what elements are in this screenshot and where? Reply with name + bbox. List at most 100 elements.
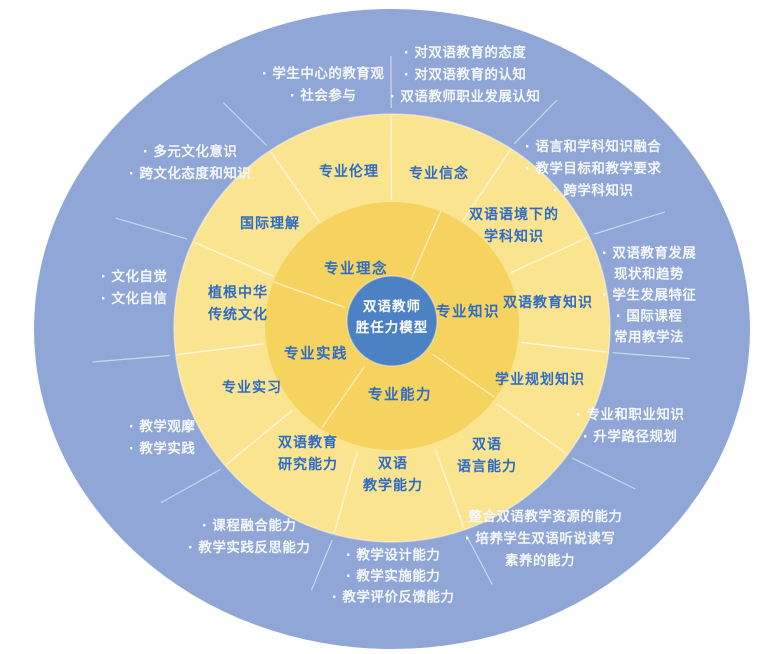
- middle-label-bilingual-teaching-competence: 双语 教学能力: [363, 453, 423, 497]
- middle-label-professional-practicum: 专业实习: [222, 377, 282, 399]
- middle-sector-divider: [434, 448, 465, 529]
- outer-group-teaching-design-skills: · 教学设计能力 · 教学实施能力 · 教学评价反馈能力: [332, 546, 455, 609]
- bullet-line: · 学生发展特征: [601, 287, 697, 304]
- outer-sector-divider: [572, 457, 636, 490]
- bullet-line: · 学生中心的教育观: [261, 66, 385, 82]
- label-line: 研究能力: [278, 457, 338, 473]
- bullet-line: · 课程融合能力: [201, 518, 297, 534]
- label-line: 专业伦理: [319, 164, 379, 180]
- outer-group-teaching-observation: · 教学观摩 · 教学实践: [129, 416, 196, 460]
- label-line: 学业规划知识: [495, 372, 585, 388]
- bullet-line: · 跨学科知识: [552, 183, 634, 199]
- bullet-line: 素养的能力: [504, 553, 575, 569]
- outer-group-bilingual-education-development: · 双语教育发展 现状和趋势 · 学生发展特征 · 国际课程 常用教学法: [602, 244, 697, 349]
- center-title: 双语教师 胜任力模型: [356, 297, 429, 339]
- middle-label-professional-ethics: 专业伦理: [319, 161, 379, 183]
- label-line: 双语: [378, 456, 408, 472]
- label-line: 学科知识: [484, 229, 544, 245]
- outer-group-multicultural-awareness: · 多元文化意识 · 跨文化态度和知识: [129, 141, 252, 185]
- bullet-line: · 多元文化意识: [142, 144, 238, 160]
- outer-group-resource-integration: · 整合双语教学资源的能力 · 培养学生双语听说读写 素养的能力: [458, 506, 623, 572]
- label-line: 国际理解: [240, 216, 300, 232]
- center-title-line: 胜任力模型: [355, 320, 429, 336]
- outer-sector-divider: [612, 352, 691, 360]
- outer-sector-divider: [310, 539, 333, 591]
- middle-label-subject-knowledge-bilingual-context: 双语语境下的 学科知识: [469, 204, 559, 248]
- center-circle: [346, 275, 438, 367]
- middle-label-academic-planning-knowledge: 学业规划知识: [495, 369, 585, 391]
- bullet-line: · 专业和职业知识: [575, 407, 685, 423]
- bullet-line: · 国际课程: [615, 308, 683, 325]
- bullet-line: 现状和趋势: [614, 266, 684, 283]
- inner-sector-divider: [410, 211, 442, 280]
- outer-sector-divider: [92, 354, 170, 363]
- label-line: 植根中华: [208, 285, 268, 301]
- bullet-line: · 双语教育发展: [601, 245, 697, 262]
- bullet-line: · 语言和学科知识融合: [524, 139, 662, 155]
- inner-label-professional-knowledge: 专业知识: [436, 304, 500, 321]
- label-line: 双语教育: [278, 435, 338, 451]
- inner-sector-divider: [273, 281, 346, 309]
- inner-label-professional-competence: 专业能力: [368, 387, 432, 404]
- middle-sector-divider: [333, 451, 358, 533]
- inner-sector-divider: [432, 353, 495, 398]
- inner-sector-dividers: [273, 211, 495, 428]
- bullet-line: · 跨文化态度和知识: [128, 166, 252, 182]
- bullet-line: · 教学观摩: [128, 419, 196, 435]
- bullet-line: · 文化自觉: [100, 269, 168, 285]
- middle-sector-divider: [462, 149, 511, 222]
- middle-sector-divider: [270, 151, 320, 223]
- inner-label-professional-philosophy: 专业理念: [324, 261, 388, 278]
- outer-group-career-knowledge: · 专业和职业知识 · 升学路径规划: [576, 404, 685, 448]
- label-line: 双语: [472, 437, 502, 453]
- bullet-line: · 整合双语教学资源的能力: [457, 509, 623, 525]
- label-line: 专业信念: [409, 166, 469, 182]
- outer-sector-divider: [160, 468, 221, 504]
- label-line: 教学能力: [363, 478, 423, 494]
- outer-sector-divider: [465, 535, 493, 585]
- bullet-line: · 升学路径规划: [582, 429, 678, 445]
- bullet-line: · 培养学生双语听说读写: [464, 531, 616, 547]
- middle-label-rooted-in-chinese-traditional-culture: 植根中华 传统文化: [208, 282, 268, 326]
- outer-group-cultural-confidence: · 文化自觉 · 文化自信: [101, 266, 168, 310]
- bullet-line: · 教学目标和教学要求: [524, 161, 662, 177]
- bullet-line: 常用教学法: [614, 329, 684, 346]
- middle-sector-dividers: [177, 115, 607, 533]
- middle-label-bilingual-education-research-competence: 双语教育 研究能力: [278, 432, 338, 476]
- bullet-line: · 教学实践: [128, 441, 196, 457]
- label-line: 双语语境下的: [469, 207, 559, 223]
- bullet-line: · 对双语教育的认知: [403, 67, 527, 83]
- bullet-line: · 对双语教育的态度: [403, 45, 527, 61]
- bullet-line: · 双语教师职业发展认知: [389, 89, 541, 105]
- label-line: 语言能力: [457, 459, 517, 475]
- inner-label-professional-practice: 专业实践: [284, 346, 348, 363]
- middle-label-professional-beliefs: 专业信念: [409, 163, 469, 185]
- outer-sector-divider: [222, 102, 268, 147]
- bullet-line: · 教学实施能力: [345, 568, 441, 585]
- bullet-line: · 教学评价反馈能力: [331, 589, 455, 606]
- middle-sector-divider: [226, 409, 293, 465]
- middle-sector-divider: [194, 241, 274, 277]
- outer-sector-divider: [513, 99, 558, 145]
- outer-sector-dividers: [92, 55, 691, 591]
- label-line: 专业实习: [222, 380, 282, 396]
- inner-sector-divider: [321, 366, 365, 428]
- middle-label-international-understanding: 国际理解: [240, 213, 300, 235]
- outer-group-attitudes-cognition: · 对双语教育的态度 · 对双语教育的认知 · 双语教师职业发展认知: [390, 42, 541, 108]
- bullet-line: · 文化自信: [100, 291, 168, 307]
- middle-sector-divider: [521, 341, 607, 353]
- bullet-line: · 社会参与: [289, 88, 357, 104]
- middle-label-bilingual-education-knowledge: 双语教育知识: [503, 292, 593, 314]
- center-title-line: 双语教师: [363, 299, 421, 315]
- middle-sector-divider: [509, 236, 588, 274]
- bullet-line: · 教学设计能力: [345, 547, 441, 564]
- outer-sector-divider: [594, 211, 666, 235]
- label-line: 双语教育知识: [503, 295, 593, 311]
- label-line: 传统文化: [208, 307, 268, 323]
- bullet-line: · 教学实践反思能力: [187, 540, 311, 556]
- outer-sector-divider: [115, 217, 188, 240]
- middle-sector-divider: [177, 343, 264, 356]
- outer-group-student-centered-view: · 学生中心的教育观 · 社会参与: [262, 63, 385, 107]
